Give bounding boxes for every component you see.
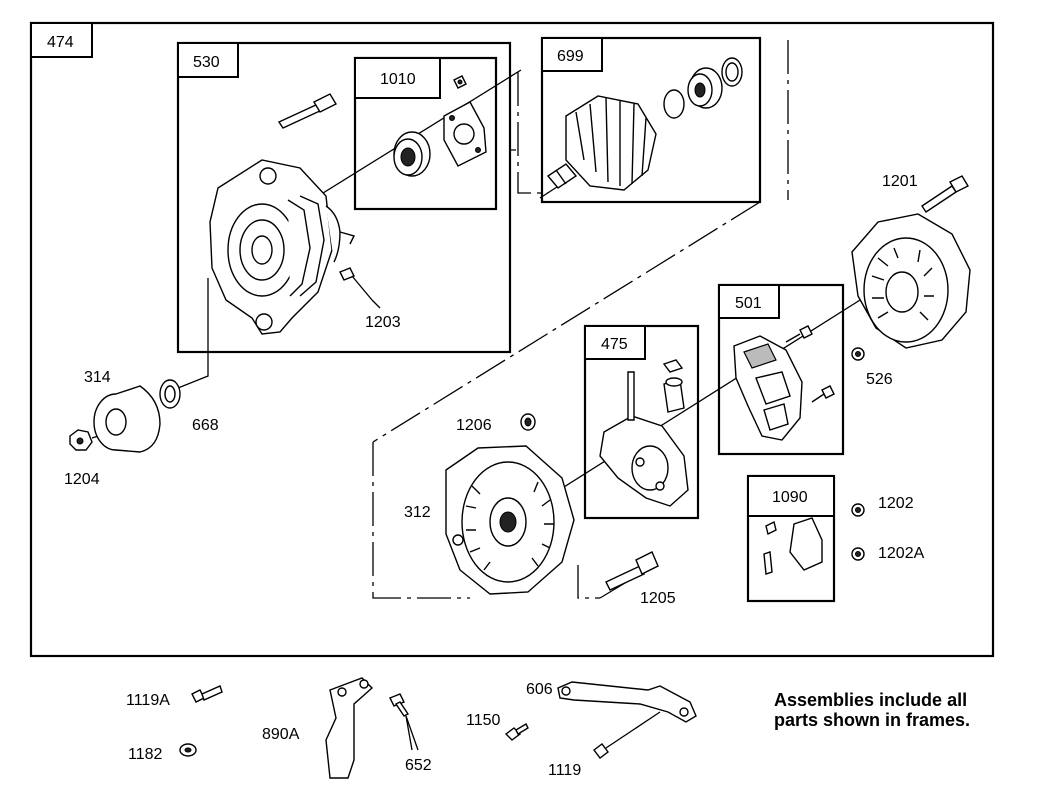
callout-1119: 1119 bbox=[548, 762, 581, 779]
rectifier-icon bbox=[599, 359, 689, 507]
bearing-1010-icon bbox=[393, 131, 431, 177]
bolt-1205-icon bbox=[605, 551, 659, 591]
bolt-1201-icon bbox=[921, 175, 969, 213]
callout-labels: 1201 1203 314 668 1204 1206 312 526 1202… bbox=[64, 173, 925, 779]
pulley-icon bbox=[93, 385, 161, 453]
frame-1010: 1010 bbox=[353, 56, 498, 211]
bolt-1119a-icon bbox=[191, 685, 223, 703]
bolt-1119-icon bbox=[593, 711, 661, 759]
callout-668: 668 bbox=[192, 417, 219, 434]
frame-530: 530 bbox=[176, 41, 512, 354]
callout-1202: 1202 bbox=[878, 495, 914, 512]
screw-1202a-icon bbox=[851, 547, 865, 561]
regulator-screws-icon bbox=[785, 325, 835, 403]
nut-1204-icon bbox=[69, 429, 93, 451]
frame-475: 475 bbox=[583, 324, 700, 520]
rotor-icon bbox=[546, 95, 657, 191]
callout-1202a: 1202A bbox=[878, 545, 925, 562]
assemblies-note-line-1: Assemblies include all bbox=[774, 690, 968, 710]
screw-1202-icon bbox=[851, 503, 865, 517]
frame-530-label: 530 bbox=[193, 54, 220, 71]
rear-cover-icon bbox=[851, 213, 971, 349]
callout-1206: 1206 bbox=[456, 417, 492, 434]
retainer-plate-icon bbox=[443, 101, 487, 167]
callout-1201: 1201 bbox=[882, 173, 918, 190]
callout-606: 606 bbox=[526, 681, 553, 698]
callout-1119a: 1119A bbox=[126, 692, 170, 709]
assemblies-note-line-2: parts shown in frames. bbox=[774, 710, 971, 730]
leader-lines bbox=[371, 299, 419, 751]
brush-holder-icon bbox=[763, 517, 823, 575]
frame-1010-label: 1010 bbox=[380, 71, 416, 88]
callout-652: 652 bbox=[405, 757, 432, 774]
callout-526: 526 bbox=[866, 371, 893, 388]
bracket-890a-icon bbox=[325, 677, 374, 779]
callout-1204: 1204 bbox=[64, 471, 100, 488]
callout-1182: 1182 bbox=[128, 746, 163, 763]
callout-1205: 1205 bbox=[640, 590, 676, 607]
spacer-668-icon bbox=[159, 379, 181, 409]
callout-890a: 890A bbox=[262, 726, 300, 743]
frame-699-label: 699 bbox=[557, 48, 584, 65]
frame-474: 474 bbox=[29, 21, 995, 658]
bolt-652-icon bbox=[389, 693, 413, 751]
rotor-bearings-icon bbox=[663, 57, 743, 119]
bracket-606-icon bbox=[557, 681, 697, 723]
callout-1203: 1203 bbox=[365, 314, 401, 331]
regulator-icon bbox=[733, 335, 803, 441]
screw-1150-icon bbox=[504, 723, 529, 741]
frame-501: 501 bbox=[717, 283, 845, 456]
alternator-housing-icon bbox=[209, 159, 356, 335]
frame-1090: 1090 bbox=[746, 474, 836, 603]
nut-526-icon bbox=[851, 347, 865, 361]
frame-475-label: 475 bbox=[601, 336, 628, 353]
screw-1010-icon bbox=[453, 75, 467, 89]
frame-501-label: 501 bbox=[735, 295, 762, 312]
nut-1206-icon bbox=[520, 413, 536, 431]
nut-1182-icon bbox=[179, 743, 197, 757]
callout-1150: 1150 bbox=[466, 712, 501, 729]
frame-699: 699 bbox=[540, 36, 762, 204]
callout-312: 312 bbox=[404, 504, 431, 521]
frame-1090-label: 1090 bbox=[772, 489, 808, 506]
screw-1203-icon bbox=[339, 267, 373, 301]
front-housing-icon bbox=[445, 445, 575, 595]
stud-bolt-icon bbox=[277, 93, 337, 129]
frame-474-label: 474 bbox=[47, 34, 74, 51]
callout-314: 314 bbox=[84, 369, 111, 386]
